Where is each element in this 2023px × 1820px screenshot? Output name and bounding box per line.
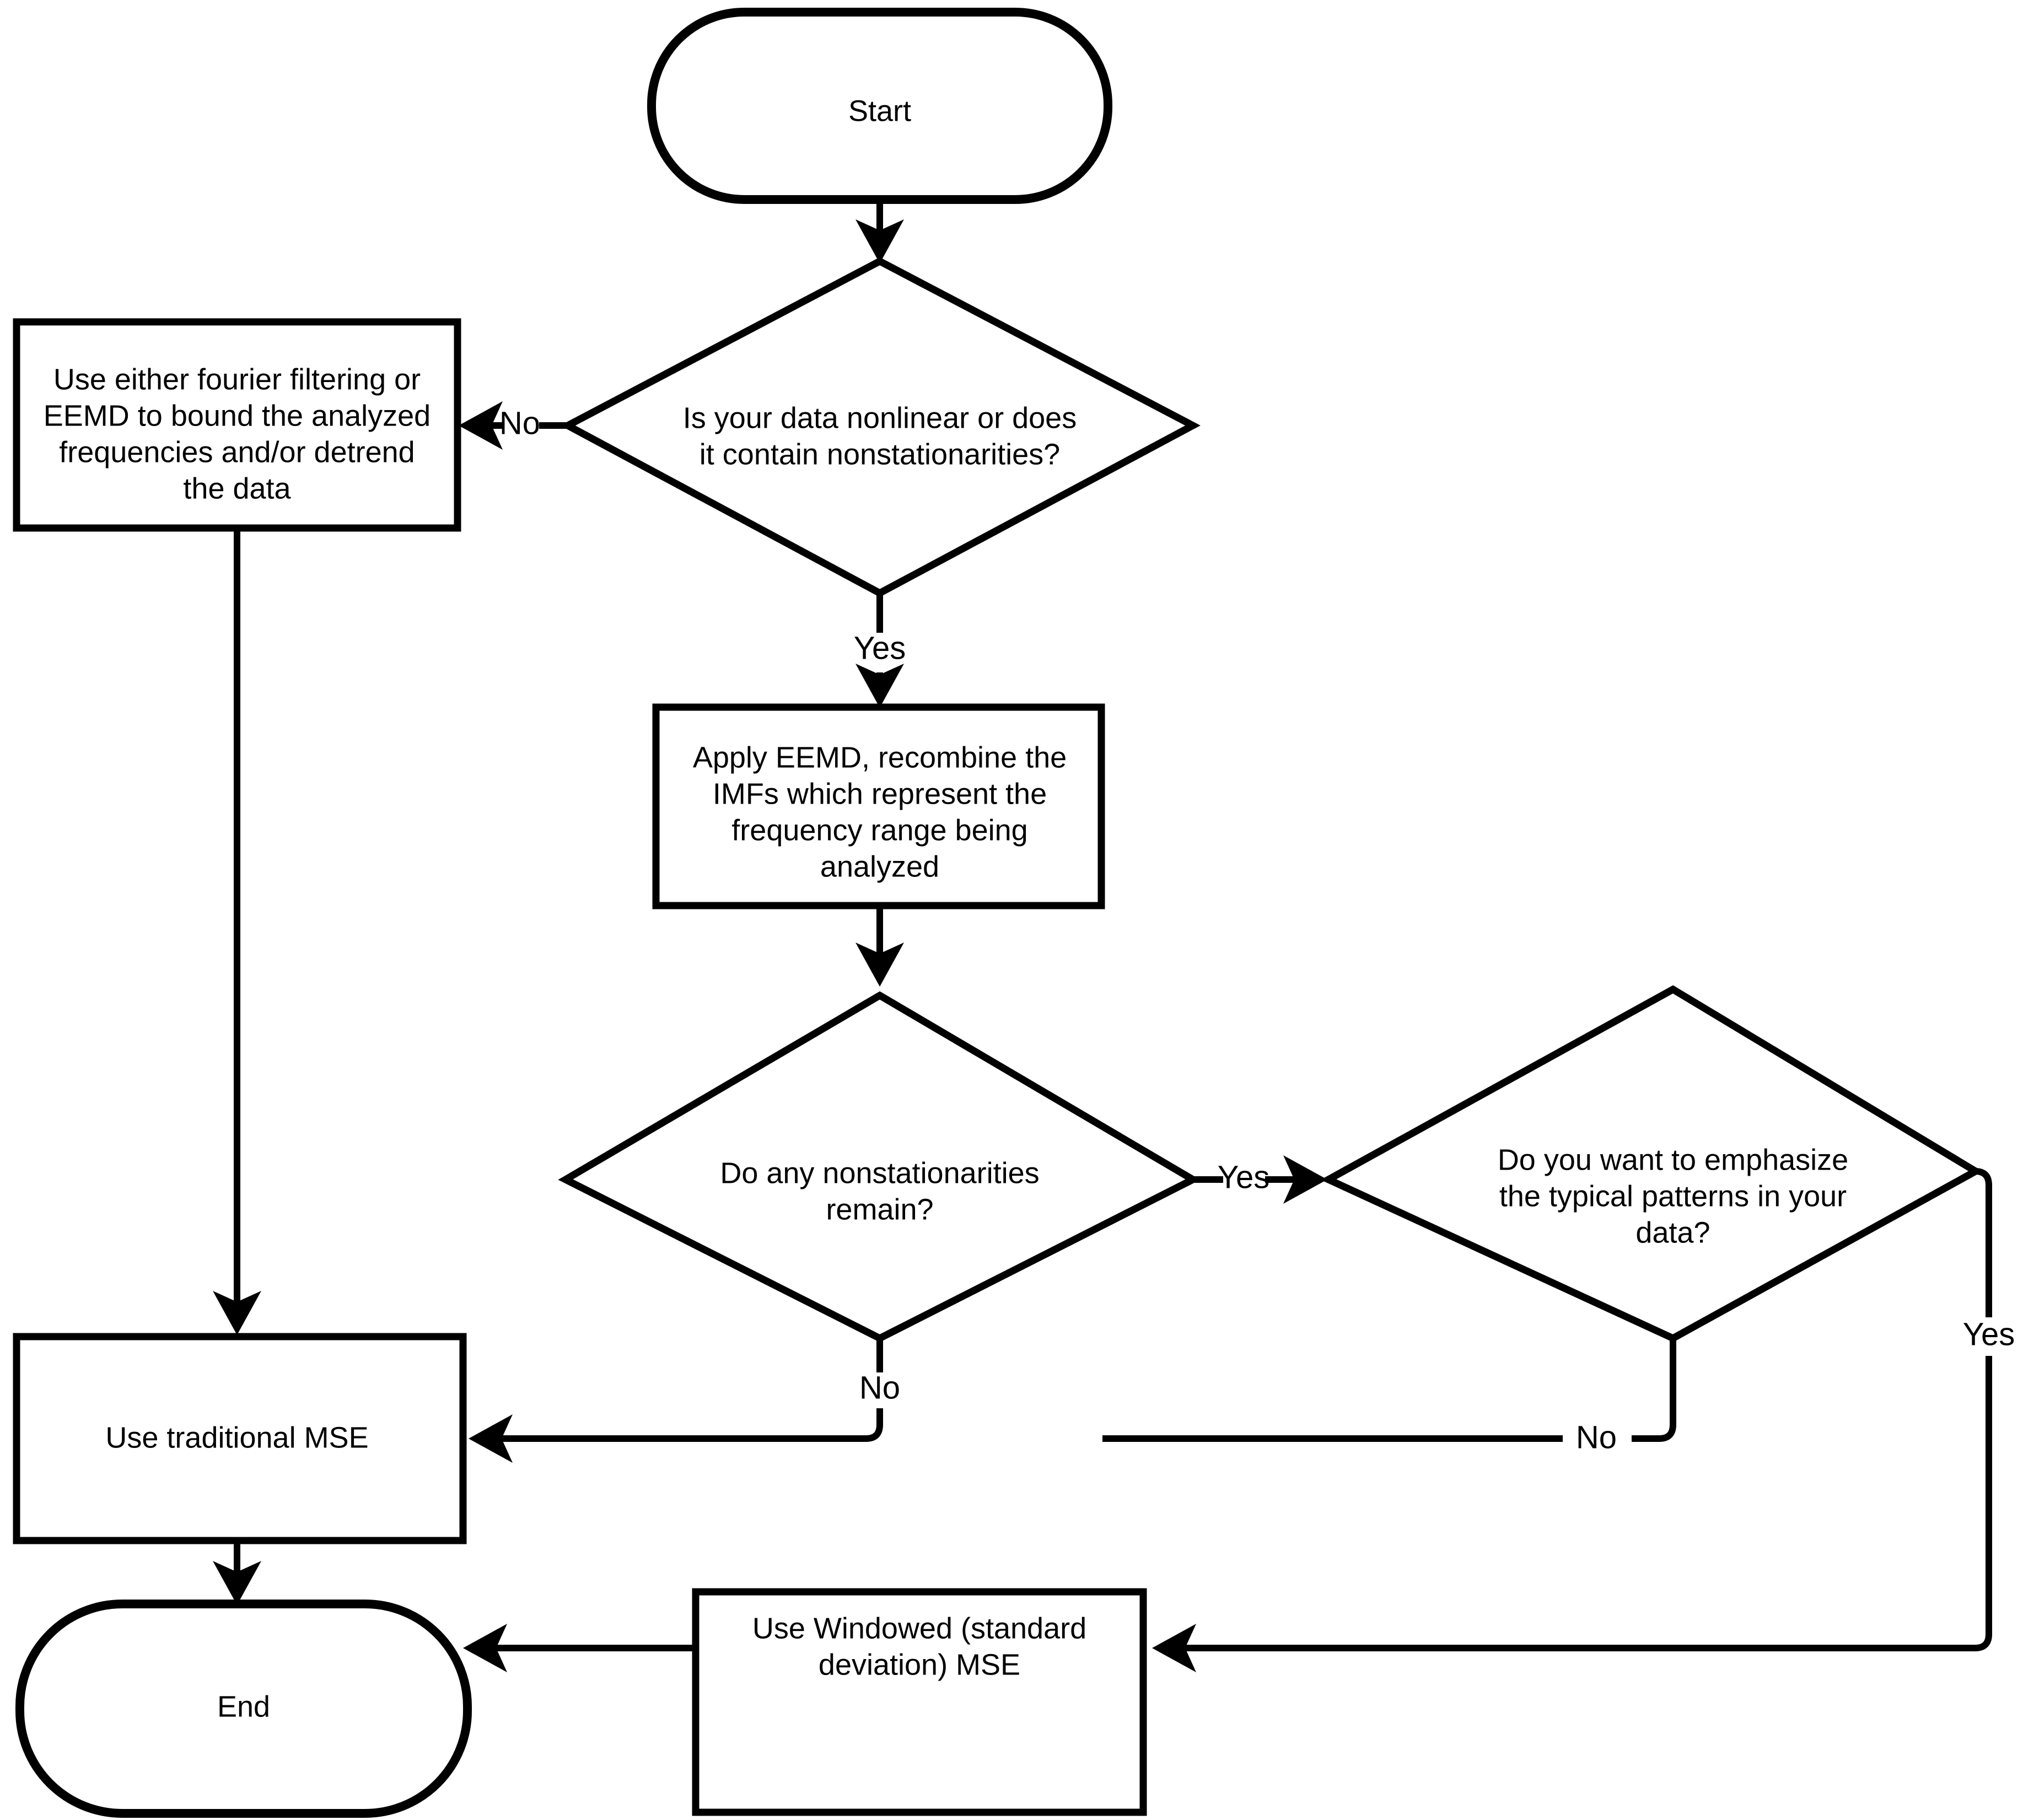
node-decision-nonlinear[interactable]: Is your data nonlinear or does it contai… — [560, 257, 1201, 597]
node-apply-eemd[interactable]: Apply EEMD, recombine the IMFs which rep… — [652, 703, 1105, 909]
node-apply-eemd-line2: IMFs which represent the — [713, 777, 1047, 810]
node-end[interactable]: End — [15, 1600, 472, 1818]
edge-label-decision-emphasize-no: No — [1576, 1419, 1617, 1455]
node-decision-nonstationarities-remain[interactable]: Do any nonstationarities remain? — [558, 991, 1201, 1343]
edge-label-decision-remain-yes: Yes — [1218, 1159, 1270, 1195]
edge-traditional-mse-to-end — [213, 1541, 261, 1605]
edge-decision-remain-no — [469, 1339, 883, 1463]
node-decision-emphasize-line1: Do you want to emphasize — [1498, 1143, 1848, 1176]
edge-eemd-to-decision-remain — [856, 905, 904, 987]
node-fourier-filtering[interactable]: Use either fourier filtering or EEMD to … — [13, 318, 461, 532]
node-windowed-mse-line2: deviation) MSE — [819, 1648, 1020, 1681]
node-decision-nonlinear-line1: Is your data nonlinear or does — [683, 401, 1077, 434]
node-fourier-line4: the data — [183, 472, 291, 505]
node-fourier-line1: Use either fourier filtering or — [53, 363, 421, 396]
edge-decision-nonlinear-yes — [856, 594, 904, 708]
node-apply-eemd-line4: analyzed — [820, 850, 939, 883]
node-windowed-mse-line1: Use Windowed (standard — [752, 1612, 1086, 1645]
node-traditional-mse-label: Use traditional MSE — [105, 1421, 368, 1454]
edge-label-decision-nonlinear-no: No — [499, 405, 540, 441]
node-decision-nonlinear-line2: it contain nonstationarities? — [700, 438, 1060, 471]
node-use-traditional-mse[interactable]: Use traditional MSE — [13, 1333, 467, 1544]
node-start-label: Start — [848, 94, 911, 127]
node-decision-remain-line2: remain? — [826, 1193, 933, 1226]
node-decision-emphasize-patterns[interactable]: Do you want to emphasize the typical pat… — [1320, 985, 1983, 1343]
node-end-label: End — [217, 1690, 270, 1723]
node-fourier-line2: EEMD to bound the analyzed — [44, 399, 431, 432]
edge-start-to-decision-nonlinear — [856, 200, 904, 263]
node-decision-emphasize-line2: the typical patterns in your — [1499, 1180, 1847, 1213]
edge-fourier-to-traditional-mse — [213, 528, 261, 1335]
edge-label-decision-emphasize-yes: Yes — [1963, 1316, 2015, 1352]
node-fourier-line3: frequencies and/or detrend — [59, 435, 415, 469]
edge-decision-emphasize-no — [1102, 1339, 1676, 1442]
edge-label-decision-nonlinear-yes: Yes — [854, 630, 906, 666]
node-apply-eemd-line1: Apply EEMD, recombine the — [693, 741, 1067, 774]
edge-label-decision-remain-no: No — [859, 1370, 900, 1406]
edge-windowed-mse-to-end — [463, 1624, 696, 1672]
node-apply-eemd-line3: frequency range being — [731, 814, 1027, 847]
node-decision-emphasize-line3: data? — [1635, 1216, 1710, 1249]
node-start[interactable]: Start — [647, 8, 1112, 204]
node-decision-remain-line1: Do any nonstationarities — [720, 1156, 1039, 1189]
node-use-windowed-mse[interactable]: Use Windowed (standard deviation) MSE — [692, 1588, 1147, 1816]
